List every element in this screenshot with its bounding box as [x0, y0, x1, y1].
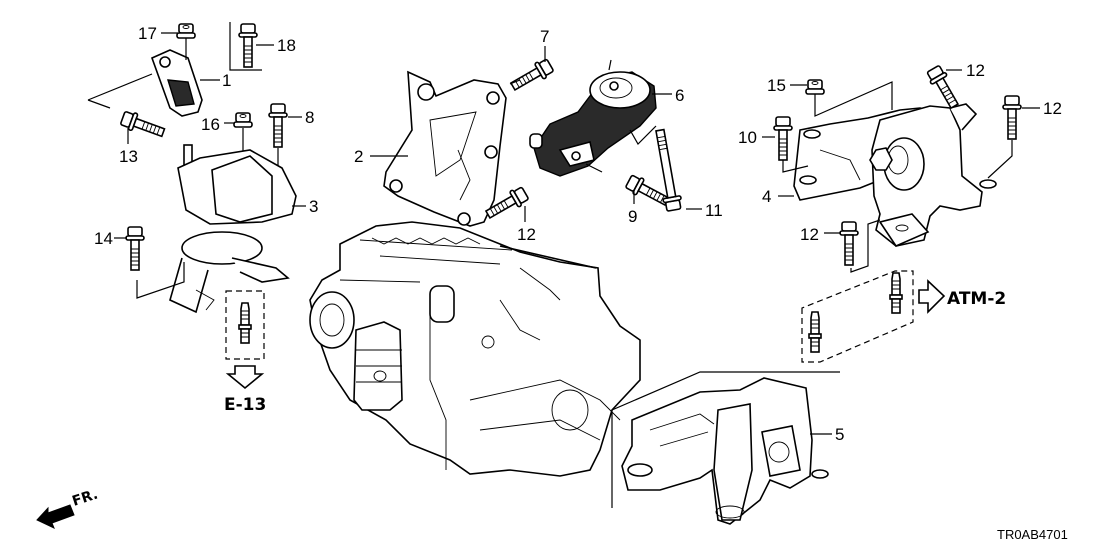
callout-4: 4 — [762, 187, 771, 206]
part-5-frame — [611, 371, 840, 508]
callout-14: 14 — [94, 229, 113, 248]
callout-6: 6 — [675, 86, 684, 105]
callout-10: 10 — [738, 128, 757, 147]
callout-2: 2 — [354, 147, 363, 166]
callout-12d: 12 — [800, 225, 819, 244]
part-12-bolt-b[interactable] — [924, 63, 964, 112]
stud-bolt-atm2-b — [808, 311, 822, 353]
part-5-transmission-mount[interactable] — [621, 377, 829, 525]
part-12-bolt-c[interactable] — [1002, 95, 1022, 140]
front-direction-indicator: FR. — [36, 487, 100, 529]
callout-13: 13 — [119, 147, 138, 166]
part-17-nut[interactable] — [176, 23, 196, 39]
part-12-bolt-d[interactable] — [839, 221, 859, 266]
engine-transmission-assembly — [309, 221, 641, 477]
callout-3: 3 — [309, 197, 318, 216]
part-10-bolt[interactable] — [773, 116, 793, 161]
callout-12a: 12 — [517, 225, 536, 244]
e13-group-box — [225, 290, 265, 360]
front-direction-label: FR. — [70, 487, 100, 510]
callout-9: 9 — [628, 207, 637, 226]
part-11-bolt[interactable] — [651, 128, 683, 212]
part-15-nut[interactable] — [805, 79, 825, 95]
callout-8: 8 — [305, 108, 314, 127]
part-16-nut[interactable] — [233, 112, 253, 128]
stud-bolt-atm2-a — [889, 272, 903, 314]
callout-1: 1 — [222, 71, 231, 90]
diagram-code: TR0AB4701 — [997, 527, 1068, 542]
part-1-bracket[interactable] — [150, 49, 203, 117]
part-13-bolt[interactable] — [118, 108, 168, 142]
stud-bolt-e13 — [238, 302, 252, 344]
reference-atm2-link[interactable]: ATM-2 — [947, 289, 1006, 309]
part-18-bolt[interactable] — [238, 23, 258, 68]
part-2-bracket[interactable] — [383, 70, 507, 227]
transmission-mount-body — [869, 103, 997, 248]
callout-12c: 12 — [1043, 99, 1062, 118]
reference-e13-link[interactable]: E-13 — [224, 395, 266, 415]
callout-16: 16 — [201, 115, 220, 134]
callout-17: 17 — [138, 24, 157, 43]
front-arrow-icon — [36, 504, 75, 529]
callout-11: 11 — [705, 201, 723, 220]
callout-15: 15 — [767, 76, 786, 95]
callout-5: 5 — [835, 425, 844, 444]
part-3-engine-mount[interactable] — [169, 144, 297, 314]
arrow-right-icon — [918, 279, 946, 314]
part-6-torque-rod[interactable] — [529, 71, 657, 177]
callout-12b: 12 — [966, 61, 985, 80]
part-14-bolt[interactable] — [125, 226, 145, 271]
callout-7: 7 — [540, 27, 549, 46]
callout-18: 18 — [277, 36, 296, 55]
arrow-down-icon — [225, 365, 265, 390]
atm2-group-box — [801, 270, 914, 363]
part-7-bolt[interactable] — [507, 56, 556, 96]
part-8-bolt[interactable] — [268, 103, 288, 148]
